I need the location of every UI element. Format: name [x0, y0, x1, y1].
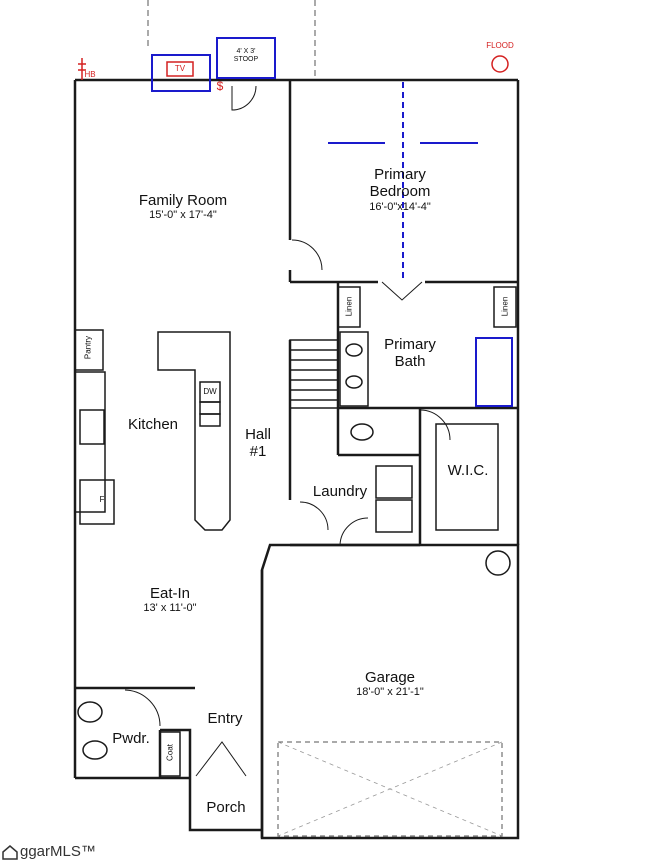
vanity: [339, 331, 369, 407]
primary-bedroom-dims: 16'-0"x14'-4": [369, 200, 431, 213]
wic-label: W.I.C.: [447, 462, 489, 479]
fridge-label: F: [99, 495, 105, 504]
pantry-closet: [74, 329, 104, 371]
door-bedroom: [291, 239, 323, 271]
stoop-line1: 4' X 3': [236, 48, 256, 55]
fireplace-box: [151, 54, 211, 92]
coat-closet: [159, 731, 181, 777]
door-powder: [124, 689, 161, 727]
family-room-dims: 15'-0" x 17'-4": [149, 209, 217, 222]
wall-coat: [160, 728, 192, 778]
switch-label: $: [216, 79, 224, 93]
garage-door: [277, 741, 503, 837]
eat-in-dims: 13' x 11'-0": [143, 602, 197, 615]
sink-powder: [82, 740, 108, 760]
family-room-label: Family Room 15'-0" x 17'-4": [118, 192, 248, 222]
flood-label: FLOOD: [486, 41, 514, 50]
dryer: [375, 499, 413, 533]
primary-bath-line2: Bath: [394, 353, 426, 371]
water-heater: [485, 550, 511, 576]
linen-closet-right: [493, 286, 517, 328]
tv-label: TV: [174, 64, 186, 73]
door-laundry: [299, 501, 329, 531]
kitchen-island: [157, 331, 231, 531]
garage-door-diag-2: [277, 741, 503, 837]
hall-line2: #1: [249, 443, 267, 461]
washer: [375, 465, 413, 499]
staircase: [289, 339, 339, 409]
sink-2: [199, 413, 221, 427]
door-garage: [339, 517, 369, 546]
tv-box: [166, 61, 194, 77]
toilet-primary: [350, 423, 374, 441]
watermark-text: ggarMLS™: [20, 843, 96, 860]
dw-label: DW: [203, 387, 217, 396]
entry-label: Entry: [207, 710, 243, 727]
porch-label: Porch: [206, 799, 246, 816]
sink-1: [199, 401, 221, 415]
coat-label: Coat: [165, 744, 175, 761]
range: [79, 409, 105, 445]
hall-label: Hall #1: [236, 426, 280, 461]
pantry-label: Pantry: [83, 335, 93, 360]
primary-bedroom-line2: Bedroom: [369, 183, 431, 201]
door-wic: [419, 409, 451, 441]
door-entry: [195, 741, 247, 777]
linen-left-label: Linen: [344, 296, 354, 317]
linen-closet-left: [337, 286, 361, 328]
primary-bath-label: Primary Bath: [370, 336, 450, 371]
primary-bedroom-label: Primary Bedroom 16'-0"x14'-4": [340, 166, 460, 213]
stoop-line2: STOOP: [233, 56, 259, 64]
garage-label: Garage 18'-0" x 21'-1": [330, 669, 450, 699]
sink-bath-1: [345, 343, 363, 357]
watermark: ggarMLS™: [2, 843, 96, 860]
eat-in-label: Eat-In 13' x 11'-0": [120, 585, 220, 615]
shower: [475, 337, 513, 407]
porch-walls: [188, 778, 262, 832]
wic-shelving: [435, 423, 499, 531]
primary-bath-line1: Primary: [384, 336, 436, 353]
hall-line1: Hall: [245, 426, 271, 443]
door-stoop: [231, 85, 257, 111]
eat-in-name: Eat-In: [149, 585, 191, 602]
stoop-box: [216, 37, 276, 79]
garage-dims: 18'-0" x 21'-1": [356, 686, 424, 699]
flood-light-icon: [491, 55, 509, 73]
garage-name: Garage: [364, 669, 416, 686]
sink-bath-2: [345, 375, 363, 389]
toilet-powder: [77, 701, 103, 723]
kitchen-label: Kitchen: [127, 416, 179, 433]
stoop-label: 4' X 3' STOOP: [217, 48, 275, 64]
laundry-label: Laundry: [312, 483, 368, 500]
house-logo-icon: [2, 844, 18, 860]
garage-wall-top: [260, 543, 520, 840]
powder-label: Pwdr.: [112, 730, 150, 747]
primary-bedroom-line1: Primary: [374, 166, 426, 183]
linen-right-label: Linen: [500, 296, 510, 317]
door-bath: [381, 281, 423, 301]
kitchen-counter-left: [74, 371, 106, 513]
family-room-name: Family Room: [138, 192, 228, 209]
hb-label: HB: [84, 70, 96, 79]
refrigerator: [79, 479, 115, 525]
